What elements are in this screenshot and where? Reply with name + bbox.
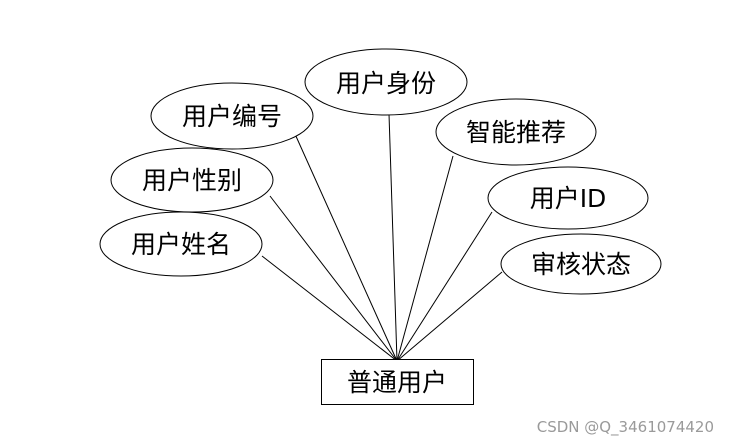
connector-user-identity [388, 113, 398, 362]
connector-review-status [396, 271, 503, 362]
attribute-user-gender: 用户性别 [110, 147, 274, 213]
connector-user-gender [269, 195, 398, 362]
attribute-label: 用户姓名 [131, 230, 231, 259]
entity-box [321, 359, 474, 405]
entity-label: 普通用户 [347, 368, 447, 397]
attribute-ellipse [435, 98, 597, 166]
attribute-ellipse [99, 211, 263, 277]
attribute-user-name: 用户姓名 [99, 211, 263, 277]
attribute-ellipse [304, 48, 468, 116]
connector-smart-recommend [396, 155, 454, 362]
connector-user-number [294, 133, 398, 362]
connector-lines [261, 113, 503, 362]
connector-user-name [261, 255, 398, 362]
attribute-label: 用户编号 [182, 102, 282, 131]
attribute-review-status: 审核状态 [500, 233, 662, 295]
attribute-label: 用户性别 [142, 166, 242, 195]
attribute-user-id: 用户ID [487, 166, 649, 230]
attribute-user-number: 用户编号 [150, 82, 314, 150]
entity-regular-user: 普通用户 [321, 359, 474, 405]
attribute-label: 用户身份 [336, 69, 436, 98]
attribute-user-identity: 用户身份 [304, 48, 468, 116]
attribute-ellipse [150, 82, 314, 150]
attribute-ellipse [487, 166, 649, 230]
attribute-ellipse [500, 233, 662, 295]
connector-user-id [396, 211, 493, 362]
attribute-label: 用户ID [530, 184, 607, 213]
watermark: CSDN @Q_3461074420 [537, 418, 714, 437]
attribute-label: 智能推荐 [466, 118, 566, 147]
attribute-smart-recommend: 智能推荐 [435, 98, 597, 166]
attribute-label: 审核状态 [531, 250, 631, 279]
